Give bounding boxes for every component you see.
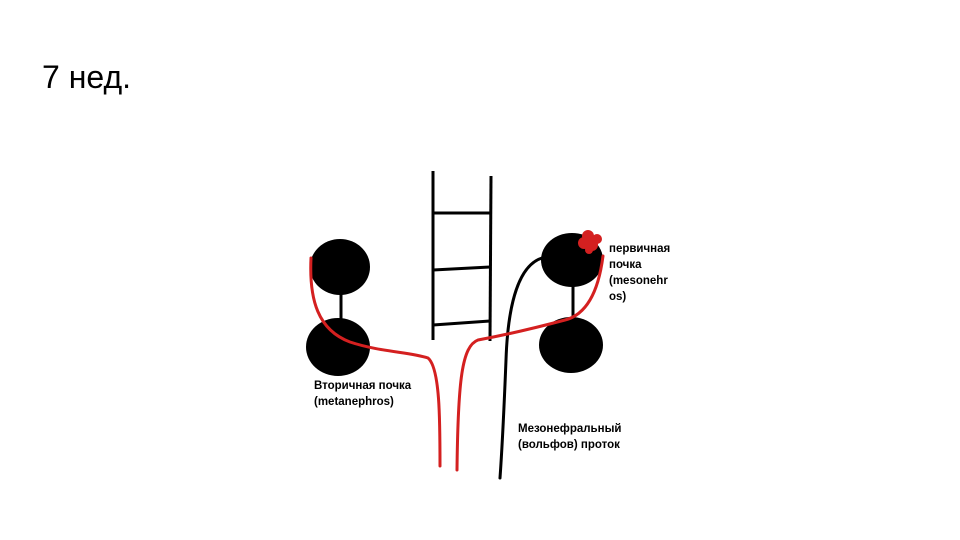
left-kidneys: [306, 239, 370, 376]
red-ducts: [309, 254, 605, 472]
left-lower-kidney: [306, 318, 370, 376]
left-red-duct: [309, 256, 442, 468]
ladder-rung: [432, 319, 491, 327]
glomerulus-cluster: [578, 230, 602, 254]
primary-kidney-label: первичная почка (mesonehr os): [609, 243, 671, 303]
mesonephric-duct-label: Мезонефральный (вольфов) проток: [518, 423, 622, 451]
ladder-rung: [432, 265, 491, 272]
mesonephric-duct-line: [498, 256, 544, 480]
central-ladder: [431, 171, 493, 342]
slide-title: 7 нед.: [42, 59, 132, 95]
secondary-kidney-label: Вторичная почка (metanephros): [314, 380, 412, 408]
left-upper-kidney: [310, 239, 370, 295]
right-kidneys: [539, 233, 603, 373]
right-red-duct: [455, 254, 605, 472]
ladder-right-rail: [488, 175, 493, 342]
right-lower-kidney: [539, 317, 603, 373]
